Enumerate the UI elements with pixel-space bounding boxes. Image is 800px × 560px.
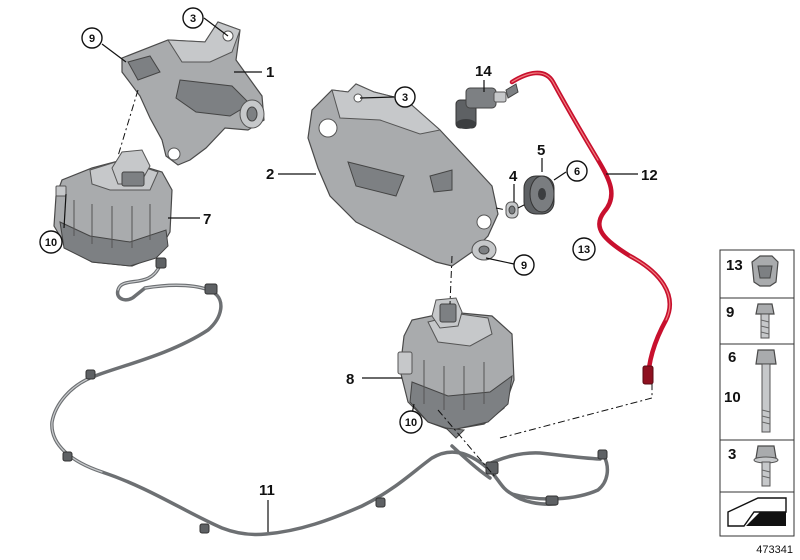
svg-text:10: 10 <box>405 417 417 429</box>
legend-row-arrow <box>727 497 787 527</box>
legend-row-9: 9 <box>726 303 775 339</box>
legend-row-3: 3 <box>728 445 779 487</box>
label-part-1: 1 <box>266 64 274 81</box>
circle-label-10-left: 10 <box>39 230 63 254</box>
short-bolt-icon <box>755 303 775 315</box>
cable-connector <box>204 283 218 295</box>
hose-end-fitting <box>642 365 654 385</box>
circle-label-9-mid: 9 <box>513 254 535 276</box>
fastener-legend: 13 9 6 10 3 <box>719 249 795 537</box>
label-part-7: 7 <box>203 211 211 228</box>
legend-label-9: 9 <box>726 304 734 321</box>
cable-connector <box>155 257 167 269</box>
diagram-id: 473341 <box>756 544 793 556</box>
label-part-14: 14 <box>475 63 492 80</box>
legend-row-13: 13 <box>726 255 779 287</box>
long-bolt-icon <box>755 349 777 365</box>
part-4-spacer <box>505 201 519 219</box>
part-1-engine-bracket <box>121 21 265 166</box>
circle-label-3-top: 3 <box>182 7 204 29</box>
part-7-engine-mount-left <box>53 149 173 267</box>
circle-label-6: 6 <box>566 160 588 182</box>
circle-label-3-mid: 3 <box>394 86 416 108</box>
circled-part-labels: 3 9 3 6 10 13 9 10 <box>39 7 596 434</box>
legend-label-10: 10 <box>724 389 741 406</box>
cable-clip <box>85 369 96 380</box>
leader-lines <box>63 17 638 532</box>
label-part-2: 2 <box>266 166 274 183</box>
circle-label-13: 13 <box>572 237 596 261</box>
label-part-4: 4 <box>509 168 518 185</box>
svg-text:6: 6 <box>574 166 580 178</box>
cable-connector <box>485 461 499 475</box>
part-11-cable-harness <box>50 257 610 537</box>
cable-clip <box>199 523 210 534</box>
legend-row-6-10: 6 10 <box>724 349 777 433</box>
label-part-11: 11 <box>259 482 275 499</box>
cable-clip <box>597 449 608 460</box>
svg-text:3: 3 <box>190 13 196 25</box>
flange-bolt-icon <box>755 445 777 459</box>
part-5-rubber-damper <box>523 175 555 215</box>
cable-connector <box>545 495 559 506</box>
part-14-sensor-valve <box>455 83 519 129</box>
part-8-engine-mount-center <box>397 297 515 439</box>
legend-label-3: 3 <box>728 446 736 463</box>
label-part-12: 12 <box>641 167 658 184</box>
legend-label-6: 6 <box>728 349 736 366</box>
svg-text:13: 13 <box>578 244 590 256</box>
svg-text:10: 10 <box>45 237 57 249</box>
svg-text:3: 3 <box>402 92 408 104</box>
circle-label-9-top: 9 <box>81 27 103 49</box>
alignment-lines <box>117 89 653 479</box>
legend-label-13: 13 <box>726 257 743 274</box>
part-number-labels: 1 2 4 5 7 8 11 12 14 <box>203 63 658 499</box>
label-part-5: 5 <box>537 142 545 159</box>
cable-clip <box>62 451 73 462</box>
part-2-engine-support-arm <box>307 83 499 267</box>
circle-label-10-center: 10 <box>399 410 423 434</box>
label-part-8: 8 <box>346 371 354 388</box>
svg-text:9: 9 <box>521 260 527 272</box>
part-12-vacuum-hose <box>509 70 672 385</box>
cable-clip <box>375 497 386 508</box>
svg-text:9: 9 <box>89 33 95 45</box>
